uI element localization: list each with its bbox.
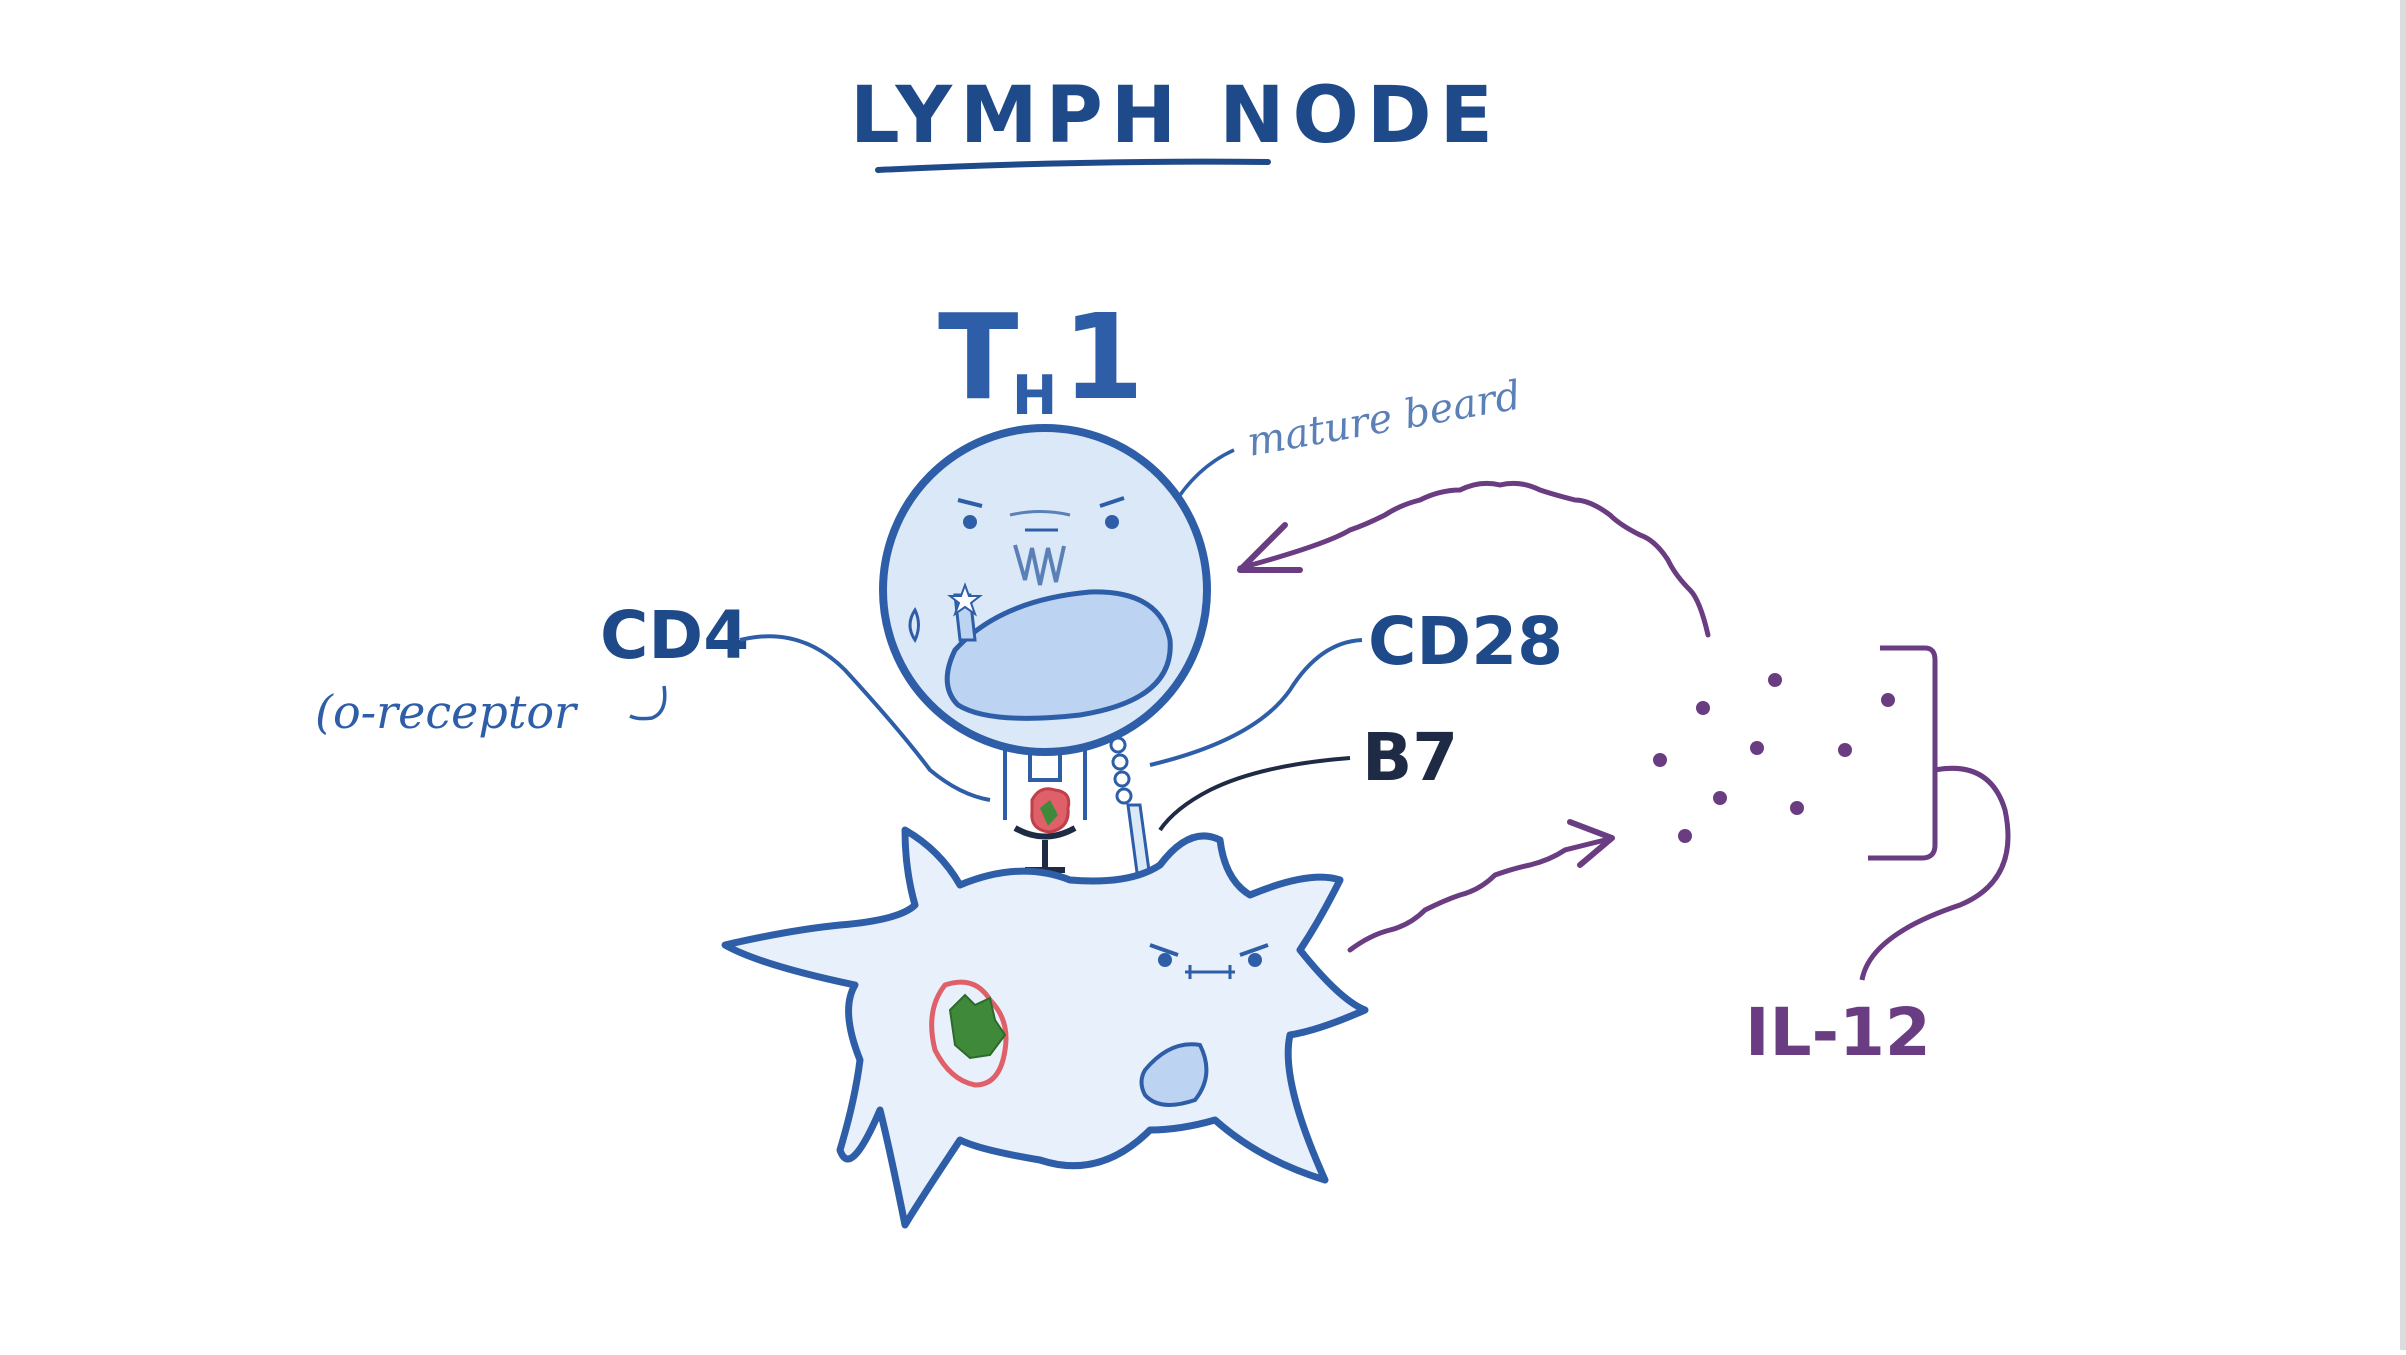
t-cell-brow-right [1099, 496, 1125, 508]
title-underline [875, 158, 1271, 173]
antigen-inside [948, 993, 1007, 1060]
t-cell-eye-left [963, 515, 977, 529]
mhc-cup [1013, 825, 1077, 873]
il12-arrow-to-tcell [1237, 480, 1711, 638]
il12-bracket [1859, 645, 2011, 981]
cytokine-dot [1713, 791, 1727, 805]
b7-pointer [1158, 756, 1351, 832]
t-cell-nucleus [944, 589, 1173, 721]
il12-arrow-head-1 [1237, 522, 1303, 573]
t-helper-cell [879, 424, 1211, 756]
th1-number: 1 [1062, 288, 1144, 426]
tcr-receptor [1028, 752, 1062, 782]
chain-link-1 [1109, 736, 1127, 754]
chain-link-4 [1115, 787, 1133, 805]
chain-link-2 [1111, 753, 1129, 771]
cytokine-dot [1768, 673, 1782, 687]
cytokine-dot [1678, 829, 1692, 843]
antigen-fragment-green [1040, 800, 1058, 826]
page-title: LYMPH NODE [850, 71, 1501, 161]
dendritic-vacuole [1139, 1042, 1209, 1107]
t-cell-beard [1013, 544, 1066, 586]
cytokine-dot [1790, 801, 1804, 815]
dc-eye-right [1248, 953, 1262, 967]
t-cell-brow-left [957, 498, 983, 508]
frame-edge [2400, 0, 2406, 1350]
t-cell-star [947, 582, 983, 617]
t-cell-granule-1 [908, 606, 920, 644]
phagosome-outline [929, 979, 1009, 1088]
t-cell-eye-right [1105, 515, 1119, 529]
cytokine-dot [1881, 693, 1895, 707]
il12-arrow-head-2 [1567, 819, 1615, 868]
il12-label: IL-12 [1745, 994, 1931, 1071]
th1-subscript: H [1012, 364, 1057, 427]
dendritic-cell [721, 826, 1369, 1229]
cytokine-dot [1653, 753, 1667, 767]
b7-label: B7 [1362, 719, 1458, 796]
cd4-pointer [739, 634, 991, 802]
cd28-label: CD28 [1368, 603, 1563, 680]
il12-cytokines [1653, 673, 1895, 843]
cd28-b7-chain [1109, 736, 1152, 882]
dc-eye-left [1158, 953, 1172, 967]
cytokine-dot [1750, 741, 1764, 755]
tcr-complex [1003, 748, 1087, 873]
cytokine-dot [1696, 701, 1710, 715]
cd28-pointer [1149, 638, 1363, 767]
cd4-label: CD4 [600, 597, 749, 674]
dc-brow-right [1239, 943, 1269, 957]
th1-label: T H 1 [938, 288, 1144, 427]
dc-mouth [1185, 965, 1235, 979]
cytokine-dot [1838, 743, 1852, 757]
t-cell-mustache [1009, 510, 1071, 517]
dc-arrow-to-il12 [1347, 837, 1608, 953]
mature-beard-label: mature beard [1244, 372, 1525, 465]
co-receptor-label: (o-receptor [315, 685, 579, 739]
chain-link-3 [1113, 770, 1131, 788]
dc-brow-left [1149, 943, 1179, 957]
th1-letter: T [938, 288, 1019, 426]
co-receptor-hook [629, 685, 667, 721]
dendritic-cell-body [721, 826, 1369, 1229]
